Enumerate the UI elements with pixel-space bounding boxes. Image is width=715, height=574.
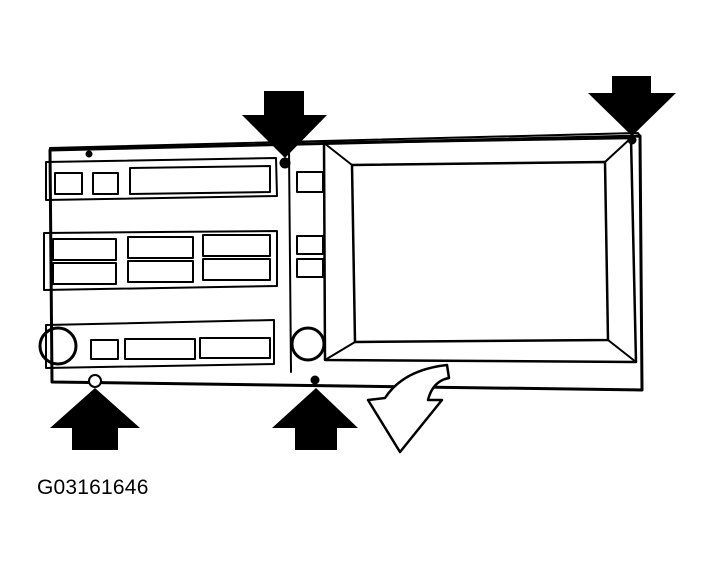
middle-button-bank (43, 230, 278, 291)
bottom-left-button-group (38, 319, 275, 369)
preset-button-1 (54, 172, 83, 195)
panel-divider (288, 149, 292, 373)
side-button-1 (296, 171, 324, 193)
bank-button-1 (52, 238, 117, 261)
display-side-controls (290, 171, 326, 362)
clip-hole-top-center (279, 157, 291, 169)
preset-button-2 (92, 172, 119, 195)
side-button-2 (296, 235, 324, 255)
clip-hole-top-left (85, 150, 93, 158)
bottom-button-3 (199, 337, 271, 359)
bank-button-6 (202, 258, 271, 281)
tuning-knob (290, 326, 326, 362)
clip-hole-bottom-center (310, 375, 320, 385)
bottom-button-2 (124, 338, 196, 360)
bank-button-2 (127, 236, 194, 259)
bank-button-4 (52, 262, 117, 285)
arrow-down-top-center-icon (242, 91, 327, 158)
bank-button-3 (202, 234, 271, 257)
arrow-down-top-right-icon (588, 76, 676, 136)
figure-code-label: G03161646 (37, 476, 149, 499)
bottom-button-1 (90, 339, 119, 360)
removal-direction-arrow-icon (366, 363, 451, 454)
clip-hole-bottom-left (88, 374, 102, 388)
display-screen (322, 136, 638, 364)
top-left-button-group (45, 157, 278, 201)
bank-button-5 (127, 260, 194, 283)
clip-hole-top-right (627, 135, 637, 145)
arrow-up-bottom-center-icon (272, 388, 358, 450)
arrow-up-bottom-left-icon (50, 388, 140, 450)
side-button-3 (296, 258, 324, 278)
cd-slot (129, 165, 271, 195)
volume-knob (38, 326, 78, 366)
